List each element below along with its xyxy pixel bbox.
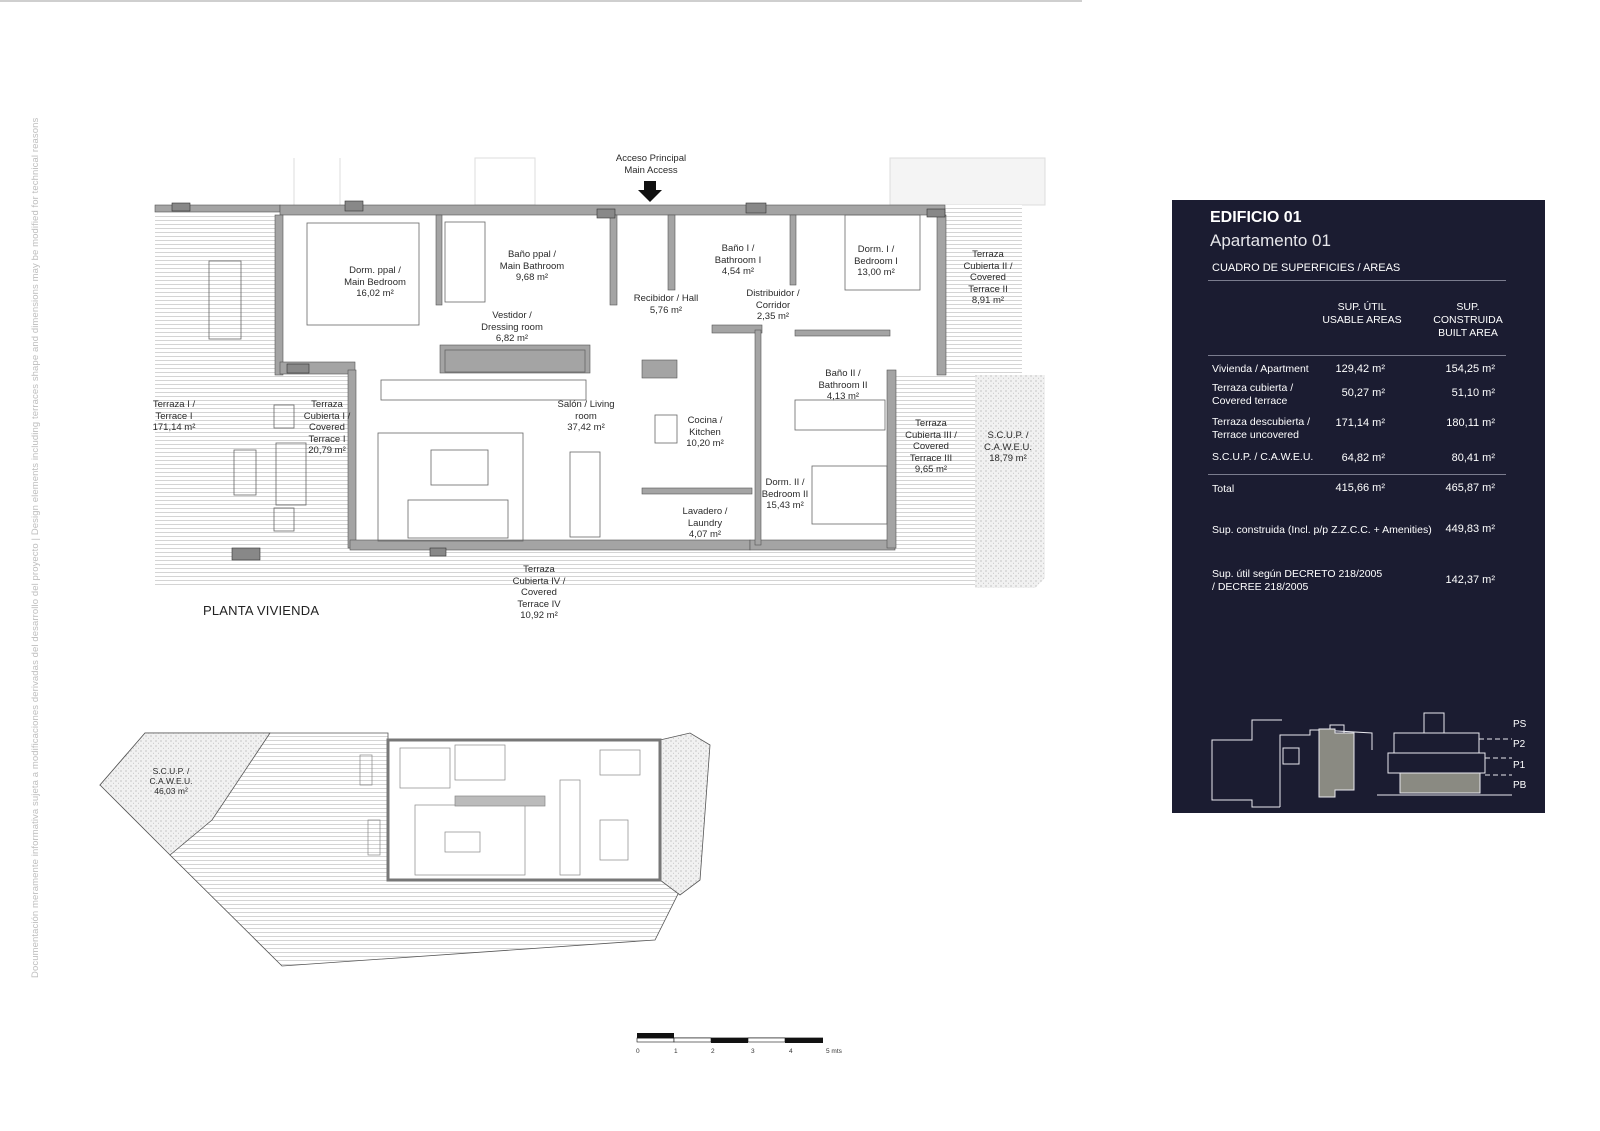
- terrace-covered-iii: [895, 375, 975, 588]
- furniture: [208, 214, 921, 542]
- room-main-bathroom: Baño ppal / Main Bathroom 9,68 m²: [499, 249, 565, 283]
- building-title: EDIFICIO 01: [1210, 209, 1302, 226]
- lower-scup-label: S.C.U.P. / C.A.W.E.U. 46,03 m²: [149, 766, 193, 796]
- total-built: 465,87 m²: [1445, 482, 1495, 494]
- room-hall: Recibidor / Hall 5,76 m²: [633, 293, 699, 316]
- room-laundry: Lavadero / Laundry 4,07 m²: [682, 506, 728, 540]
- main-access-label: Acceso Principal Main Access: [615, 153, 687, 176]
- row-built-covered-terrace: 51,10 m²: [1451, 387, 1495, 399]
- room-bedroom-ii: Dorm. II / Bedroom II 15,43 m²: [761, 477, 809, 511]
- level-p2: P2: [1513, 739, 1526, 750]
- scale-label-5: 5 mts: [826, 1048, 842, 1055]
- row-usable-uncovered-terrace: 171,14 m²: [1335, 417, 1385, 429]
- section-title: CUADRO DE SUPERFICIES / AREAS: [1212, 262, 1401, 274]
- amenities-value: 449,83 m²: [1445, 523, 1495, 535]
- room-kitchen: Cocina / Kitchen 10,20 m²: [686, 415, 724, 449]
- amenities-label: Sup. construida (Incl. p/p Z.Z.C.C. + Am…: [1212, 524, 1432, 536]
- row-usable-scup: 64,82 m²: [1341, 452, 1385, 464]
- building-location-diagram: [1211, 712, 1512, 808]
- room-terrace-i: Terraza I / Terrace I 171,14 m²: [152, 399, 196, 433]
- terrace-i: [155, 215, 280, 588]
- total-label: Total: [1212, 483, 1235, 495]
- room-dressing-room: Vestidor / Dressing room 6,82 m²: [481, 310, 543, 344]
- room-scup: S.C.U.P. / C.A.W.E.U. 18,79 m²: [983, 430, 1033, 464]
- row-label-uncovered-terrace: Terraza descubierta / Terrace uncovered: [1212, 416, 1311, 441]
- highlighted-level: [1399, 772, 1481, 794]
- column-header-built: SUP. CONSTRUIDA BUILT AREA: [1433, 301, 1503, 339]
- room-bedroom-i: Dorm. I / Bedroom I 13,00 m²: [854, 244, 898, 278]
- room-bathroom-ii: Baño II / Bathroom II 4,13 m²: [818, 368, 868, 402]
- level-p1: P1: [1513, 760, 1526, 771]
- total-usable: 415,66 m²: [1335, 482, 1385, 494]
- scale-bar: [636, 1033, 823, 1043]
- terrace-covered-ii: [945, 205, 1022, 375]
- room-bathroom-i: Baño I / Bathroom I 4,54 m²: [714, 243, 762, 277]
- level-ps: PS: [1513, 719, 1527, 730]
- plan-title: PLANTA VIVIENDA: [203, 603, 320, 618]
- room-covered-terrace-iv: Terraza Cubierta IV / Covered Terrace IV…: [512, 564, 566, 621]
- lower-overview-plan: [99, 732, 711, 967]
- divider: [1208, 280, 1506, 281]
- row-label-covered-terrace: Terraza cubierta / Covered terrace: [1212, 382, 1294, 407]
- room-covered-terrace-i: Terraza Cubierta I / Covered Terrace I 2…: [303, 399, 351, 456]
- room-covered-terrace-ii: Terraza Cubierta II / Covered Terrace II…: [963, 249, 1013, 306]
- terrace-covered-i: [280, 370, 350, 588]
- row-built-scup: 80,41 m²: [1451, 452, 1495, 464]
- lower-scup-area: [99, 732, 271, 856]
- row-built-apartment: 154,25 m²: [1445, 363, 1495, 375]
- row-label-scup: S.C.U.P. / C.A.W.E.U.: [1212, 451, 1314, 463]
- row-built-uncovered-terrace: 180,11 m²: [1446, 417, 1495, 429]
- scale-label-2: 2: [711, 1048, 715, 1055]
- decree-label: Sup. útil según DECRETO 218/2005 / DECRE…: [1212, 568, 1383, 593]
- room-covered-terrace-iii: Terraza Cubierta III / Covered Terrace I…: [905, 418, 957, 475]
- windows: [171, 200, 946, 561]
- scale-label-0: 0: [636, 1048, 640, 1055]
- scale-label-3: 3: [751, 1048, 755, 1055]
- scale-label-1: 1: [674, 1048, 678, 1055]
- level-pb: PB: [1513, 780, 1527, 791]
- room-living-room: Salón / Living room 37,42 m²: [557, 399, 615, 433]
- main-access-arrow-icon: [638, 181, 662, 202]
- top-border: [0, 0, 1082, 2]
- column-header-usable: SUP. ÚTIL USABLE AREAS: [1322, 301, 1402, 326]
- divider: [1208, 355, 1506, 356]
- room-corridor: Distribuidor / Corridor 2,35 m²: [746, 288, 800, 322]
- row-usable-covered-terrace: 50,27 m²: [1341, 387, 1385, 399]
- apartment-title: Apartamento 01: [1210, 231, 1331, 250]
- scup-area: [975, 375, 1045, 588]
- row-usable-apartment: 129,42 m²: [1335, 363, 1385, 375]
- room-main-bedroom: Dorm. ppal / Main Bedroom 16,02 m²: [344, 265, 406, 299]
- highlighted-apartment: [1318, 728, 1355, 798]
- floor-plan: [99, 157, 1046, 1043]
- row-label-apartment: Vivienda / Apartment: [1212, 363, 1309, 375]
- scale-label-4: 4: [789, 1048, 793, 1055]
- neighbour-outline: [293, 157, 1046, 206]
- decree-value: 142,37 m²: [1445, 574, 1495, 586]
- areas-panel: EDIFICIO 01 Apartamento 01 CUADRO DE SUP…: [1172, 200, 1545, 813]
- divider: [1208, 474, 1506, 475]
- terrace-areas: [155, 205, 1045, 588]
